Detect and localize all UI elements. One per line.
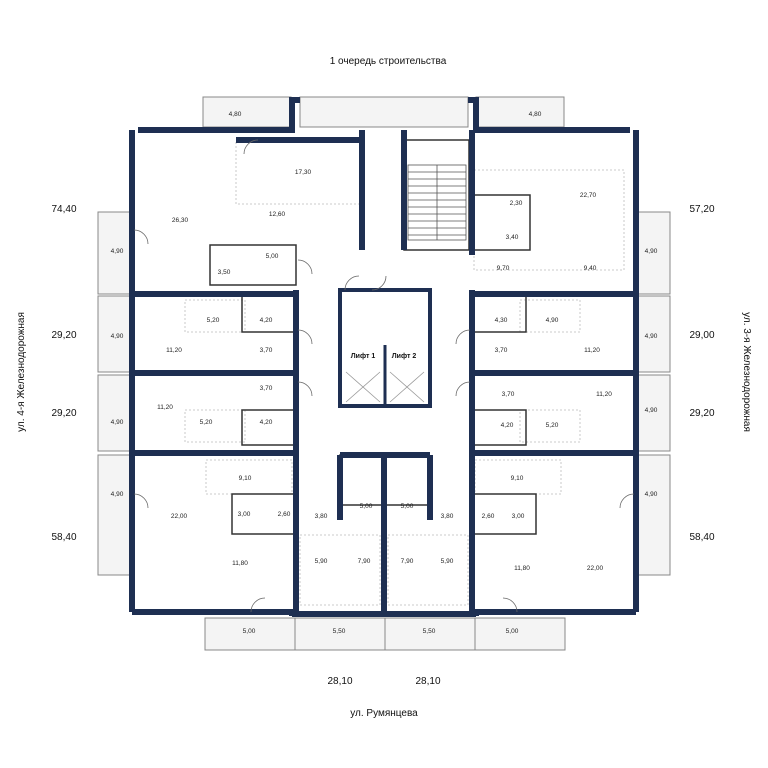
room-area: 5,00: [266, 253, 279, 260]
room-labels: 4,80 4,80 17,30 26,30 12,60 5,00 3,50 4,…: [111, 111, 658, 635]
apt-total-e3: 29,20: [689, 408, 714, 419]
room-area: 5,00: [506, 628, 519, 635]
room-area: 7,90: [401, 558, 414, 565]
room-area: 2,60: [278, 511, 291, 518]
room-area: 4,80: [529, 111, 542, 118]
room-area: 5,90: [441, 558, 454, 565]
room-area: 4,90: [645, 248, 658, 255]
room-area: 4,20: [501, 422, 514, 429]
balcony-top-left: [202, 96, 292, 128]
room-area: 4,30: [495, 317, 508, 324]
room-area: 2,30: [510, 200, 523, 207]
room-area: 22,00: [171, 513, 188, 520]
room-area: 4,90: [111, 333, 124, 340]
apt-total-w3: 29,20: [51, 408, 76, 419]
apt-total-w2: 29,20: [51, 330, 76, 341]
street-right: ул. 3-я Железнодорожная: [741, 312, 752, 432]
room-area: 11,80: [514, 565, 530, 572]
room-area: 4,90: [546, 317, 559, 324]
room-area: 4,20: [260, 419, 273, 426]
room-area: 3,70: [502, 391, 515, 398]
room-area: 5,50: [423, 628, 436, 635]
room-area: 4,80: [229, 111, 242, 118]
room-area: 22,00: [587, 565, 604, 572]
room-area: 5,50: [333, 628, 346, 635]
balcony-left-2: [97, 295, 131, 373]
room-area: 9,10: [239, 475, 252, 482]
room-area: 5,00: [360, 503, 373, 510]
room-area: 4,20: [260, 317, 273, 324]
room-area: 3,50: [218, 269, 231, 276]
apt-total-e2: 29,00: [689, 330, 714, 341]
stairs: [407, 164, 467, 241]
balconies: [97, 96, 671, 651]
room-area: 3,70: [260, 385, 273, 392]
room-area: 22,70: [580, 192, 597, 199]
room-area: 3,80: [441, 513, 454, 520]
partitions: [209, 139, 537, 535]
balcony-bottom-center-right: [384, 617, 476, 651]
balcony-top-center: [299, 96, 469, 128]
balcony-bottom-right: [474, 617, 566, 651]
room-area: 3,40: [506, 234, 519, 241]
room-area: 2,60: [482, 513, 495, 520]
room-area: 17,30: [295, 169, 312, 176]
street-bottom: ул. Румянцева: [350, 708, 418, 719]
room-area: 5,20: [200, 419, 213, 426]
room-area: 11,20: [157, 404, 173, 411]
apt-total-s1: 28,10: [327, 676, 352, 687]
room-area: 12,60: [269, 211, 286, 218]
balcony-left-4: [97, 454, 131, 576]
phase-title: 1 очередь строительства: [330, 56, 447, 67]
room-area: 3,80: [315, 513, 328, 520]
apt-total-se: 58,40: [689, 532, 714, 543]
room-area: 11,80: [232, 560, 248, 567]
room-area: 4,90: [645, 407, 658, 414]
room-area: 5,90: [315, 558, 328, 565]
apt-total-nw: 74,40: [51, 204, 76, 215]
room-area: 4,90: [111, 419, 124, 426]
apt-total-s2: 28,10: [415, 676, 440, 687]
structural-walls: [129, 97, 639, 617]
room-area: 4,90: [645, 491, 658, 498]
room-area: 26,30: [172, 217, 189, 224]
apt-total-sw: 58,40: [51, 532, 76, 543]
room-area: 5,00: [243, 628, 256, 635]
room-area: 3,70: [260, 347, 273, 354]
room-area: 9,70: [497, 265, 510, 272]
room-area: 3,00: [512, 513, 525, 520]
room-area: 9,10: [511, 475, 524, 482]
room-area: 11,20: [166, 347, 182, 354]
room-area: 3,00: [238, 511, 251, 518]
balcony-top-right: [475, 96, 565, 128]
balcony-bottom-left: [204, 617, 296, 651]
street-left: ул. 4-я Железнодорожная: [16, 312, 27, 432]
lift-1-label: Лифт 1: [351, 353, 376, 360]
balcony-left-3: [97, 374, 131, 452]
room-area: 7,90: [358, 558, 371, 565]
room-area: 4,90: [645, 333, 658, 340]
room-area: 9,40: [584, 265, 597, 272]
room-area: 5,20: [546, 422, 559, 429]
room-area: 4,90: [111, 491, 124, 498]
balcony-right-3: [637, 374, 671, 452]
room-area: 11,20: [596, 391, 612, 398]
room-area: 5,20: [207, 317, 220, 324]
room-area: 5,00: [401, 503, 414, 510]
doors: [133, 139, 635, 613]
room-area: 11,20: [584, 347, 600, 354]
room-area: 3,70: [495, 347, 508, 354]
room-area: 4,90: [111, 248, 124, 255]
balcony-bottom-center-left: [294, 617, 386, 651]
lift-2-label: Лифт 2: [392, 353, 417, 360]
apt-total-ne: 57,20: [689, 204, 714, 215]
balcony-right-4: [637, 454, 671, 576]
